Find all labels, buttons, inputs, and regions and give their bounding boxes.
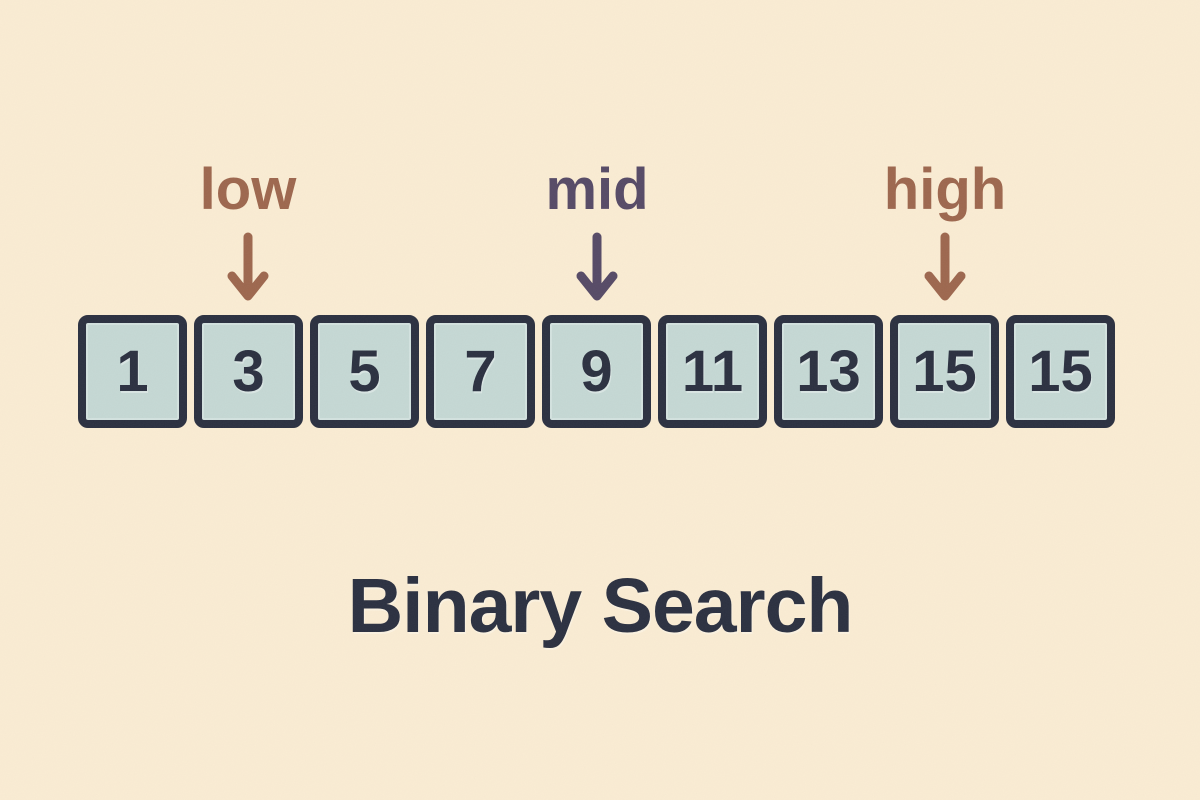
pointer-mid: mid [517, 158, 677, 306]
diagram-title: Binary Search [347, 563, 854, 649]
array-row: 1 3 5 7 9 11 13 15 15 [78, 315, 1115, 428]
array-cell: 13 [774, 315, 883, 428]
down-arrow-icon [924, 232, 966, 301]
array-cell-value: 3 [232, 339, 265, 404]
array-cell-value: 9 [580, 339, 613, 404]
array-cell: 3 [194, 315, 303, 428]
array-cell: 11 [658, 315, 767, 428]
array-cell: 15 [890, 315, 999, 428]
array-cell: 5 [310, 315, 419, 428]
array-cell: 1 [78, 315, 187, 428]
pointer-low-label: low [199, 157, 297, 222]
array-cell-value: 11 [681, 339, 744, 404]
down-arrow-icon [227, 232, 269, 301]
pointer-low: low [168, 158, 328, 306]
array-cell-value: 1 [116, 339, 149, 404]
array-cell: 15 [1006, 315, 1115, 428]
array-cell-value: 5 [348, 339, 381, 404]
array-cell-value: 15 [912, 339, 977, 404]
down-arrow-icon [576, 232, 618, 301]
array-cell-value: 13 [796, 339, 861, 404]
array-cell-value: 7 [464, 339, 497, 404]
pointer-high-label: high [883, 157, 1007, 222]
array-cell: 9 [542, 315, 651, 428]
array-cell: 7 [426, 315, 535, 428]
pointer-mid-label: mid [545, 157, 649, 222]
pointer-high: high [865, 158, 1025, 306]
array-cell-value: 15 [1028, 339, 1093, 404]
